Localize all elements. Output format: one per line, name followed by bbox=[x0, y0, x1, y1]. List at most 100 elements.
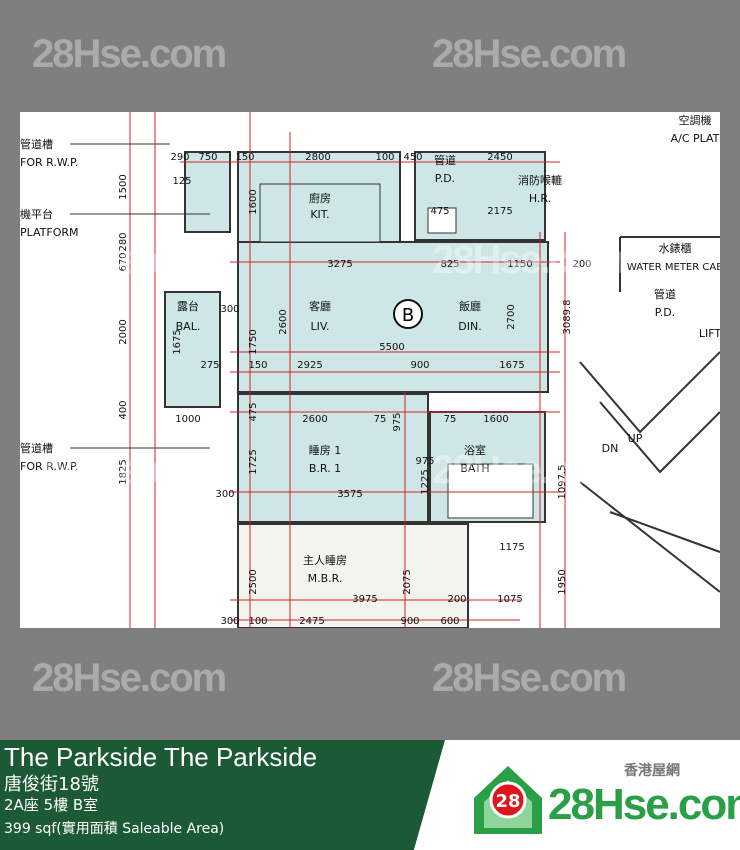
svg-text:1675: 1675 bbox=[172, 329, 183, 354]
svg-text:750: 750 bbox=[198, 152, 217, 163]
watermark-text: 28Hse.com bbox=[432, 448, 627, 492]
kitchen-label-cn: 廚房 bbox=[309, 191, 331, 205]
svg-text:1075: 1075 bbox=[497, 594, 522, 605]
bath-label-en: BATH bbox=[460, 462, 489, 475]
svg-text:290: 290 bbox=[170, 152, 189, 163]
listing-footer: The Parkside The Parkside 唐俊街18號 2A座 5樓 … bbox=[0, 740, 740, 850]
stair-up: UP bbox=[628, 432, 643, 445]
svg-text:2800: 2800 bbox=[305, 152, 330, 163]
pd2-label-en: P.D. bbox=[655, 306, 675, 319]
mbr-label-en: M.B.R. bbox=[308, 572, 343, 585]
svg-text:1600: 1600 bbox=[248, 189, 259, 214]
svg-text:1150: 1150 bbox=[507, 259, 532, 270]
platform-cn: 機平台 bbox=[20, 207, 53, 221]
hose-reel bbox=[427, 207, 457, 234]
svg-text:900: 900 bbox=[410, 360, 429, 371]
pd-label-cn: 管道 bbox=[434, 153, 456, 167]
platform-en: PLATFORM bbox=[20, 226, 79, 239]
water-meter-label-en: WATER METER CAB bbox=[627, 262, 720, 273]
svg-text:275: 275 bbox=[200, 360, 219, 371]
svg-text:1000: 1000 bbox=[175, 414, 200, 425]
svg-text:600: 600 bbox=[440, 616, 459, 627]
svg-text:825: 825 bbox=[440, 259, 459, 270]
svg-text:300: 300 bbox=[215, 489, 234, 500]
svg-text:1600: 1600 bbox=[483, 414, 508, 425]
svg-text:2925: 2925 bbox=[297, 360, 322, 371]
water-meter-label-cn: 水錶櫃 bbox=[659, 241, 692, 255]
living-label-en: LIV. bbox=[311, 320, 330, 333]
bedroom1-label-en: B.R. 1 bbox=[309, 462, 341, 475]
svg-text:300: 300 bbox=[220, 616, 239, 627]
stairs bbox=[579, 236, 721, 593]
rwp2-cn: 管道槽 bbox=[20, 441, 53, 455]
balcony-label-en: BAL. bbox=[176, 320, 201, 333]
saleable-area: 399 sqf(實用面積 Saleable Area) bbox=[4, 821, 225, 837]
master-bedroom-area bbox=[237, 523, 469, 629]
logo-chinese-name: 香港屋網 bbox=[624, 763, 680, 779]
svg-text:75: 75 bbox=[374, 414, 387, 425]
svg-text:5500: 5500 bbox=[379, 342, 404, 353]
bath-label-cn: 浴室 bbox=[464, 443, 486, 457]
svg-text:1175: 1175 bbox=[499, 542, 524, 553]
watermark-text: 28Hse.com bbox=[32, 238, 227, 282]
svg-text:2450: 2450 bbox=[487, 152, 512, 163]
rwp1-cn: 管道槽 bbox=[20, 137, 53, 151]
hr-label-en: H.R. bbox=[529, 192, 551, 205]
svg-text:400: 400 bbox=[118, 400, 129, 419]
watermark-text: 28Hse.com bbox=[32, 32, 227, 76]
svg-text:450: 450 bbox=[403, 152, 422, 163]
svg-text:75: 75 bbox=[444, 414, 457, 425]
svg-text:280: 280 bbox=[118, 232, 129, 251]
svg-text:300: 300 bbox=[220, 304, 239, 315]
watermark-text: 28Hse.com bbox=[32, 656, 227, 700]
unit-marker-label: B bbox=[402, 305, 414, 326]
svg-text:1500: 1500 bbox=[118, 174, 129, 199]
rwp2-en: FOR R.W.P. bbox=[20, 460, 78, 473]
svg-text:200: 200 bbox=[447, 594, 466, 605]
svg-text:2500: 2500 bbox=[248, 569, 259, 594]
ac-label-cn: 空調機 bbox=[679, 113, 712, 127]
watermark-text: 28Hse.com bbox=[432, 32, 627, 76]
watermark-text: 28Hse.com bbox=[432, 656, 627, 700]
svg-text:200: 200 bbox=[572, 259, 591, 270]
bathtub bbox=[447, 463, 534, 519]
dimension-lines bbox=[129, 112, 566, 628]
svg-text:2475: 2475 bbox=[299, 616, 324, 627]
svg-text:1675: 1675 bbox=[499, 360, 524, 371]
svg-text:150: 150 bbox=[248, 360, 267, 371]
platform-area bbox=[184, 151, 231, 233]
logo-text: 28Hse.com bbox=[548, 780, 740, 829]
rwp1-en: FOR R.W.P. bbox=[20, 156, 78, 169]
house-logo-icon: 28 bbox=[474, 766, 542, 834]
svg-text:3575: 3575 bbox=[337, 489, 362, 500]
bedroom1-area bbox=[237, 393, 429, 523]
bedroom1-label-cn: 睡房 1 bbox=[309, 444, 342, 457]
svg-text:100: 100 bbox=[248, 616, 267, 627]
living-label-cn: 客廳 bbox=[309, 299, 331, 313]
balcony-label-cn: 露台 bbox=[177, 299, 199, 313]
svg-text:975: 975 bbox=[415, 456, 434, 467]
hr-label-cn: 消防喉轆 bbox=[518, 173, 562, 187]
watermark-text: 28Hse.com bbox=[32, 448, 227, 492]
estate-title: The Parkside The Parkside bbox=[4, 742, 318, 772]
mbr-label-cn: 主人睡房 bbox=[303, 554, 347, 567]
watermark-text: 28Hse.com bbox=[432, 238, 627, 282]
svg-text:2700: 2700 bbox=[506, 304, 517, 329]
svg-text:3089.8: 3089.8 bbox=[562, 300, 573, 335]
svg-text:1725: 1725 bbox=[248, 449, 259, 474]
floor-plan: 廚房 KIT. 客廳 LIV. 飯廳 DIN. 露台 BAL. 睡房 1 B.R… bbox=[20, 112, 723, 629]
svg-text:900: 900 bbox=[400, 616, 419, 627]
svg-text:475: 475 bbox=[248, 402, 259, 421]
listing-info-panel: The Parkside The Parkside 唐俊街18號 2A座 5樓 … bbox=[0, 740, 445, 850]
svg-text:2600: 2600 bbox=[302, 414, 327, 425]
svg-text:1950: 1950 bbox=[557, 569, 568, 594]
kitchen-label-en: KIT. bbox=[310, 208, 329, 221]
svg-text:3975: 3975 bbox=[352, 594, 377, 605]
svg-text:2175: 2175 bbox=[487, 206, 512, 217]
svg-text:100: 100 bbox=[375, 152, 394, 163]
dining-label-en: DIN. bbox=[458, 320, 481, 333]
floor-plan-drawing: 廚房 KIT. 客廳 LIV. 飯廳 DIN. 露台 BAL. 睡房 1 B.R… bbox=[20, 112, 723, 629]
svg-text:3275: 3275 bbox=[327, 259, 352, 270]
dining-label-cn: 飯廳 bbox=[459, 299, 481, 313]
brand-logo: 28 香港屋網 28Hse.com bbox=[470, 758, 740, 838]
